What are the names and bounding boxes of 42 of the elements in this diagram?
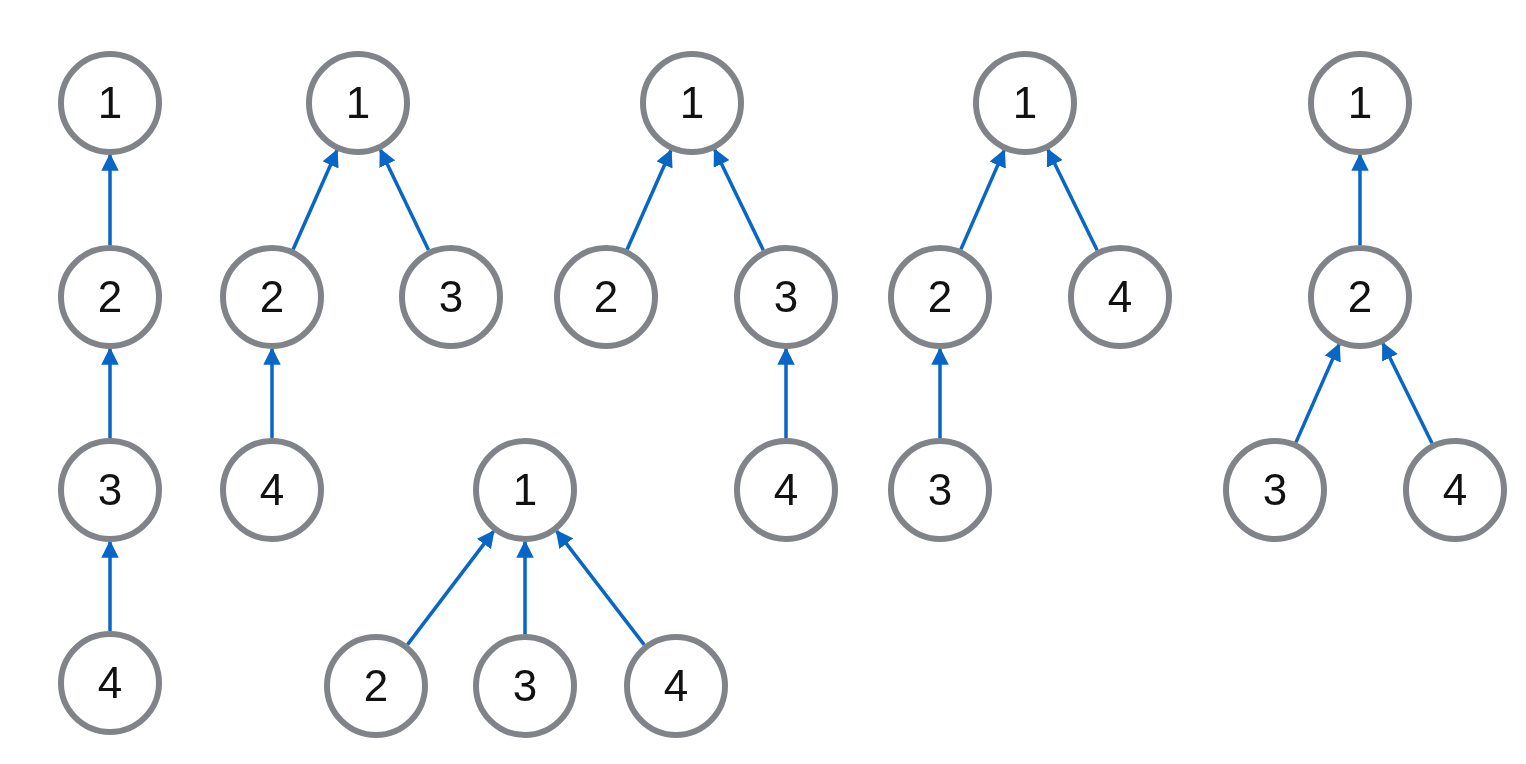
arrow (1294, 343, 1341, 444)
arrow (516, 540, 534, 634)
arrow (101, 153, 119, 245)
arrow (959, 149, 1006, 251)
arrow (1351, 153, 1369, 245)
node-number: 3 (438, 275, 464, 319)
node-number: 2 (97, 275, 123, 319)
arrow (291, 148, 339, 251)
node-number: 1 (345, 81, 371, 125)
node-number: 1 (512, 468, 538, 512)
node-number: 4 (1442, 468, 1468, 512)
node-number: 2 (363, 664, 389, 708)
node-number: 2 (927, 275, 953, 319)
node-number: 4 (259, 468, 285, 512)
arrow (263, 347, 281, 438)
node-number: 3 (1262, 468, 1288, 512)
node-number: 3 (927, 468, 953, 512)
node-number: 3 (97, 468, 123, 512)
arrow (713, 148, 765, 251)
node-number: 2 (1347, 275, 1373, 319)
node-number: 4 (773, 468, 799, 512)
node-number: 4 (1107, 275, 1133, 319)
node-number: 1 (97, 81, 123, 125)
arrow (1381, 342, 1434, 445)
arrow (625, 148, 673, 251)
arrow (101, 540, 119, 631)
node-number: 3 (773, 275, 799, 319)
node-number: 1 (1347, 81, 1373, 125)
node-number: 1 (1012, 81, 1038, 125)
arrow (406, 530, 495, 646)
node-number: 3 (512, 664, 538, 708)
arrow (101, 347, 119, 438)
arrow (931, 347, 949, 438)
arrow (555, 529, 646, 646)
node-number: 4 (663, 664, 689, 708)
node-number: 2 (593, 275, 619, 319)
node-number: 2 (259, 275, 285, 319)
node-number: 1 (679, 81, 705, 125)
arrow (1046, 148, 1099, 252)
arrow (777, 347, 795, 438)
arrow (378, 148, 431, 251)
node-number: 4 (97, 661, 123, 705)
